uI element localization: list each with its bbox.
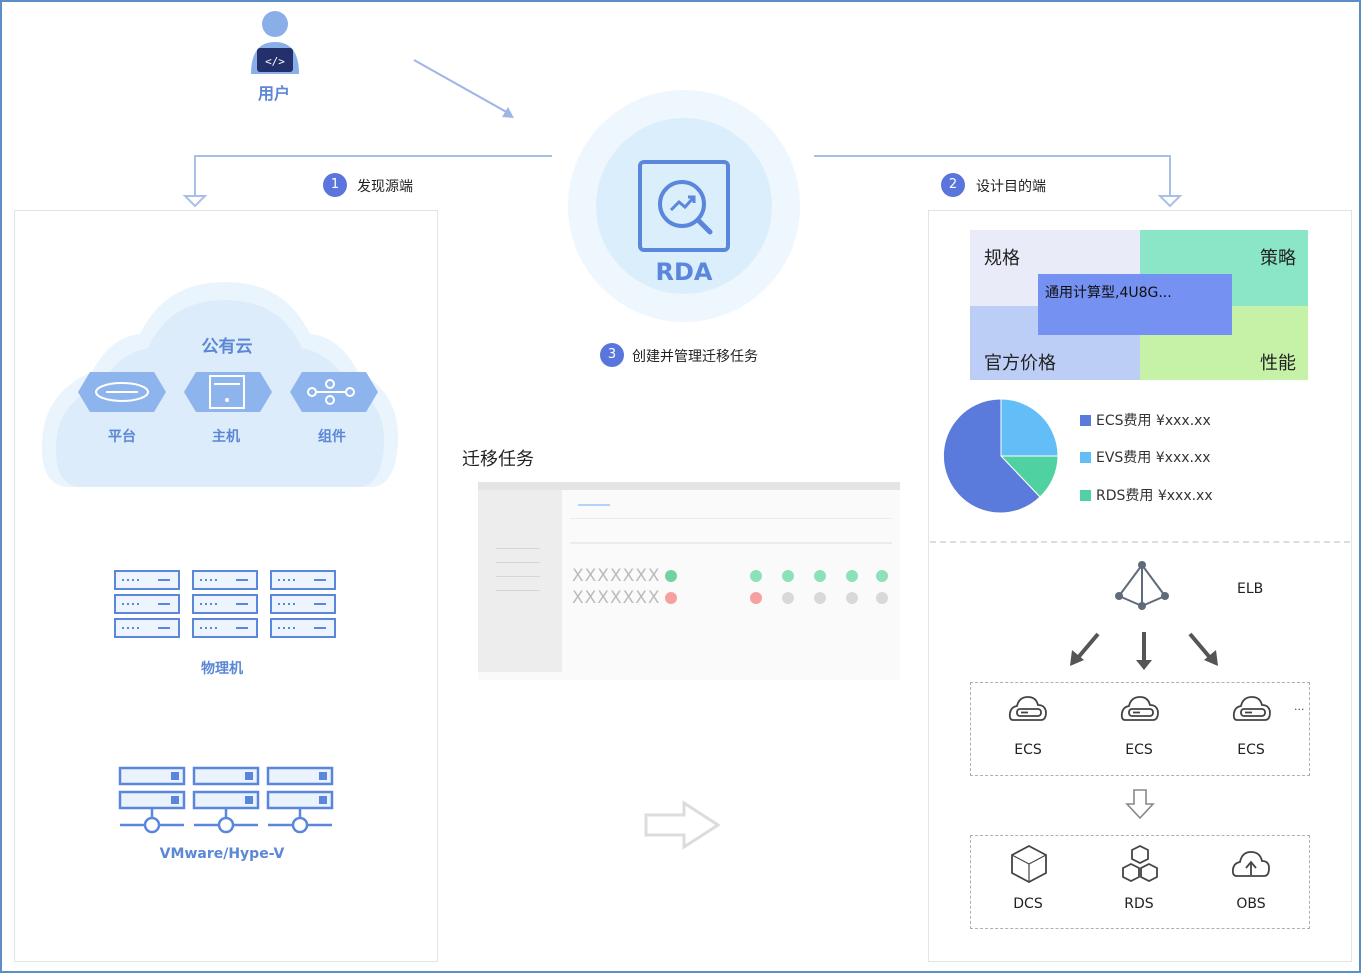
rds-icon xyxy=(1122,844,1158,883)
user-to-rda-arrow xyxy=(413,59,514,118)
virtual-label: VMware/Hype-V xyxy=(159,846,285,862)
step-3-badge: 3 xyxy=(600,343,624,367)
ecs-label-2: ECS xyxy=(1125,742,1153,758)
task-status-icons xyxy=(665,570,888,604)
ecs-cloud-icons xyxy=(1008,696,1271,721)
physical-servers-icon xyxy=(114,570,336,638)
dcs-icon xyxy=(1011,844,1047,884)
right-arrow-icon xyxy=(644,800,721,850)
rda-logo-icon xyxy=(638,160,730,252)
sidebar-line xyxy=(496,562,540,563)
physical-label: 物理机 xyxy=(201,661,243,677)
sidebar-line xyxy=(496,548,540,549)
service-label-obs: OBS xyxy=(1236,896,1266,912)
ecs-group xyxy=(970,682,1310,776)
cloud-hexagons xyxy=(78,372,378,412)
ecs-more: ... xyxy=(1294,700,1305,713)
task-screenshot: XXXXXXX XXXXXXX xyxy=(478,482,900,680)
header-row xyxy=(570,542,892,544)
grid-overlay xyxy=(1038,274,1232,335)
component-icon xyxy=(290,372,378,412)
cost-pie-chart xyxy=(942,398,1059,514)
service-label-dcs: DCS xyxy=(1013,896,1043,912)
obs-icon xyxy=(1231,851,1270,877)
legend-ecs-label: ECS费用 ¥xxx.xx xyxy=(1096,413,1211,429)
ecs-label-1: ECS xyxy=(1014,742,1042,758)
cloud-item-host: 主机 xyxy=(212,429,240,445)
task-sidebar xyxy=(478,490,562,672)
legend-evs: EVS费用 ¥xxx.xx xyxy=(1080,447,1211,467)
user-label: 用户 xyxy=(257,84,290,103)
elb-label: ELB xyxy=(1237,581,1264,597)
cloud-item-platform: 平台 xyxy=(108,429,136,445)
legend-ecs-swatch xyxy=(1080,415,1091,426)
elb-icon xyxy=(1115,561,1169,610)
grid-performance-label: 性能 xyxy=(1260,353,1296,374)
host-icon xyxy=(184,372,272,412)
rda-logo-text: RDA xyxy=(655,258,713,286)
elb-distribution-arrows xyxy=(1070,632,1218,670)
down-arrow-icon xyxy=(1125,789,1155,820)
legend-ecs: ECS费用 ¥xxx.xx xyxy=(1080,410,1211,430)
grid-spec-label: 规格 xyxy=(984,248,1020,269)
legend-rds-swatch xyxy=(1080,490,1091,501)
grid-overlay-label: 通用计算型,4U8G... xyxy=(1045,285,1172,301)
sidebar-line xyxy=(496,576,540,577)
cloud-title: 公有云 xyxy=(201,337,253,357)
cloud-item-component: 组件 xyxy=(318,429,346,445)
step-1-label: 发现源端 xyxy=(357,179,413,195)
panel-separator xyxy=(930,541,1350,543)
virtual-servers-icon xyxy=(118,766,334,834)
platform-icon xyxy=(78,372,166,412)
task-title: 迁移任务 xyxy=(462,449,534,470)
services-group xyxy=(970,835,1310,929)
sidebar-line xyxy=(496,590,540,591)
legend-rds-label: RDS费用 ¥xxx.xx xyxy=(1096,488,1213,504)
legend-evs-swatch xyxy=(1080,452,1091,463)
grid-price-label: 官方价格 xyxy=(984,353,1056,374)
step-1-badge: 1 xyxy=(323,173,347,197)
connector-lines xyxy=(182,155,1183,208)
task-row-1: XXXXXXX xyxy=(572,566,661,586)
ecs-label-3: ECS xyxy=(1237,742,1265,758)
step-3-label: 创建并管理迁移任务 xyxy=(632,349,758,365)
grid-strategy-label: 策略 xyxy=(1260,248,1296,269)
divider xyxy=(570,518,892,519)
legend-rds: RDS费用 ¥xxx.xx xyxy=(1080,485,1213,505)
svg-text:</>: </> xyxy=(265,55,285,68)
legend-evs-label: EVS费用 ¥xxx.xx xyxy=(1096,450,1211,466)
user-icon: </> xyxy=(251,11,299,74)
task-row-2: XXXXXXX xyxy=(572,588,661,608)
step-2-label: 设计目的端 xyxy=(976,179,1046,195)
service-label-rds: RDS xyxy=(1124,896,1154,912)
task-tab xyxy=(578,504,610,506)
step-2-badge: 2 xyxy=(941,173,965,197)
